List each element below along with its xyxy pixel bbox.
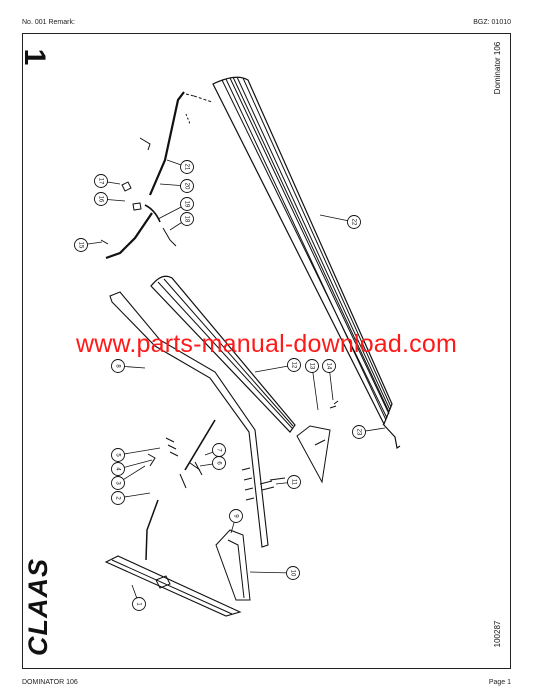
callout-circle: [352, 425, 366, 439]
part-8-rod: [109, 291, 269, 548]
callout-4: 4: [111, 459, 153, 476]
callout-circle: [180, 212, 194, 226]
callout-circle: [229, 509, 243, 523]
callout-23: 23: [352, 425, 386, 439]
footer-left: DOMINATOR 106: [22, 679, 78, 686]
callout-17: 17: [94, 174, 121, 188]
callout-18: 18: [169, 212, 194, 231]
callout-circle: [94, 174, 108, 188]
callout-circle: [287, 475, 301, 489]
callout-16: 16: [94, 192, 126, 206]
callout-leader: [311, 365, 319, 411]
callout-13: 13: [305, 359, 319, 411]
sheet-number: 1: [18, 49, 51, 66]
callout-label: 18: [183, 216, 189, 223]
callout-label: 20: [183, 183, 189, 190]
callout-circle: [132, 597, 146, 611]
small-parts: [145, 419, 286, 561]
callout-label: 3: [114, 481, 120, 485]
callout-circle: [111, 448, 125, 462]
callout-circle: [111, 359, 125, 373]
callout-2: 2: [111, 491, 151, 505]
callout-9: 9: [229, 509, 243, 534]
upper-rod-assembly: [100, 91, 213, 260]
callout-label: 7: [215, 448, 221, 452]
callout-label: 8: [114, 364, 120, 368]
callout-label: 17: [97, 178, 103, 185]
callout-label: 19: [183, 201, 189, 208]
callout-5: 5: [111, 447, 161, 462]
callout-circle: [305, 359, 319, 373]
callout-10: 10: [249, 566, 300, 580]
callout-3: 3: [111, 465, 146, 490]
callout-label: 6: [215, 461, 221, 465]
part-9-guide: [215, 529, 251, 601]
callout-circle: [212, 443, 226, 457]
callout-label: 10: [289, 570, 295, 577]
callout-label: 13: [308, 363, 314, 370]
callout-label: 23: [355, 429, 361, 436]
callout-15: 15: [74, 238, 103, 252]
part-12-cone: [150, 275, 296, 433]
callout-circle: [111, 491, 125, 505]
callout-19: 19: [157, 197, 194, 220]
callout-circle: [286, 566, 300, 580]
callout-label: 1: [135, 602, 141, 606]
part-1-plate: [104, 555, 242, 617]
callout-7: 7: [204, 443, 226, 457]
callout-14: 14: [322, 359, 336, 401]
callout-22: 22: [319, 214, 361, 229]
drawing-code: 100287: [493, 620, 502, 647]
part-drawings: [100, 76, 401, 617]
callout-6: 6: [199, 456, 226, 470]
callout-circle: [180, 179, 194, 193]
callout-circle: [287, 358, 301, 372]
header-right: BGZ: 01010: [473, 19, 511, 26]
callout-circle: [111, 462, 125, 476]
callout-label: 21: [183, 164, 189, 171]
callout-11: 11: [275, 475, 301, 489]
callout-12: 12: [254, 358, 301, 373]
callout-leader: [117, 447, 161, 456]
callout-label: 2: [114, 496, 120, 500]
callout-label: 9: [232, 514, 238, 518]
callout-21: 21: [166, 159, 194, 174]
callout-label: 16: [97, 196, 103, 203]
callout-circle: [94, 192, 108, 206]
callout-circle: [322, 359, 336, 373]
callout-circle: [180, 197, 194, 211]
header-left: No. 001 Remark:: [22, 19, 75, 26]
callout-label: 22: [350, 219, 356, 226]
callout-label: 12: [290, 362, 296, 369]
footer-right: Page 1: [488, 679, 511, 686]
callout-leader: [249, 571, 294, 574]
callout-circle: [347, 215, 361, 229]
model-label: Dominator 106: [493, 41, 502, 94]
part-22-cone: [212, 76, 401, 450]
part-13-tip: [296, 400, 339, 484]
callout-label: 4: [114, 467, 120, 471]
callout-label: 15: [77, 242, 83, 249]
callout-label: 11: [290, 479, 296, 486]
callout-circle: [74, 238, 88, 252]
watermark: www.parts-manual-download.com: [76, 330, 457, 358]
callout-circle: [111, 476, 125, 490]
claas-logo: CLAAS: [23, 558, 53, 656]
callout-20: 20: [159, 179, 194, 193]
callout-label: 14: [325, 363, 331, 370]
drawing-frame: [22, 33, 511, 669]
callout-8: 8: [111, 359, 146, 373]
callout-label: 5: [114, 453, 120, 457]
callout-circle: [180, 160, 194, 174]
callout-1: 1: [131, 584, 146, 611]
